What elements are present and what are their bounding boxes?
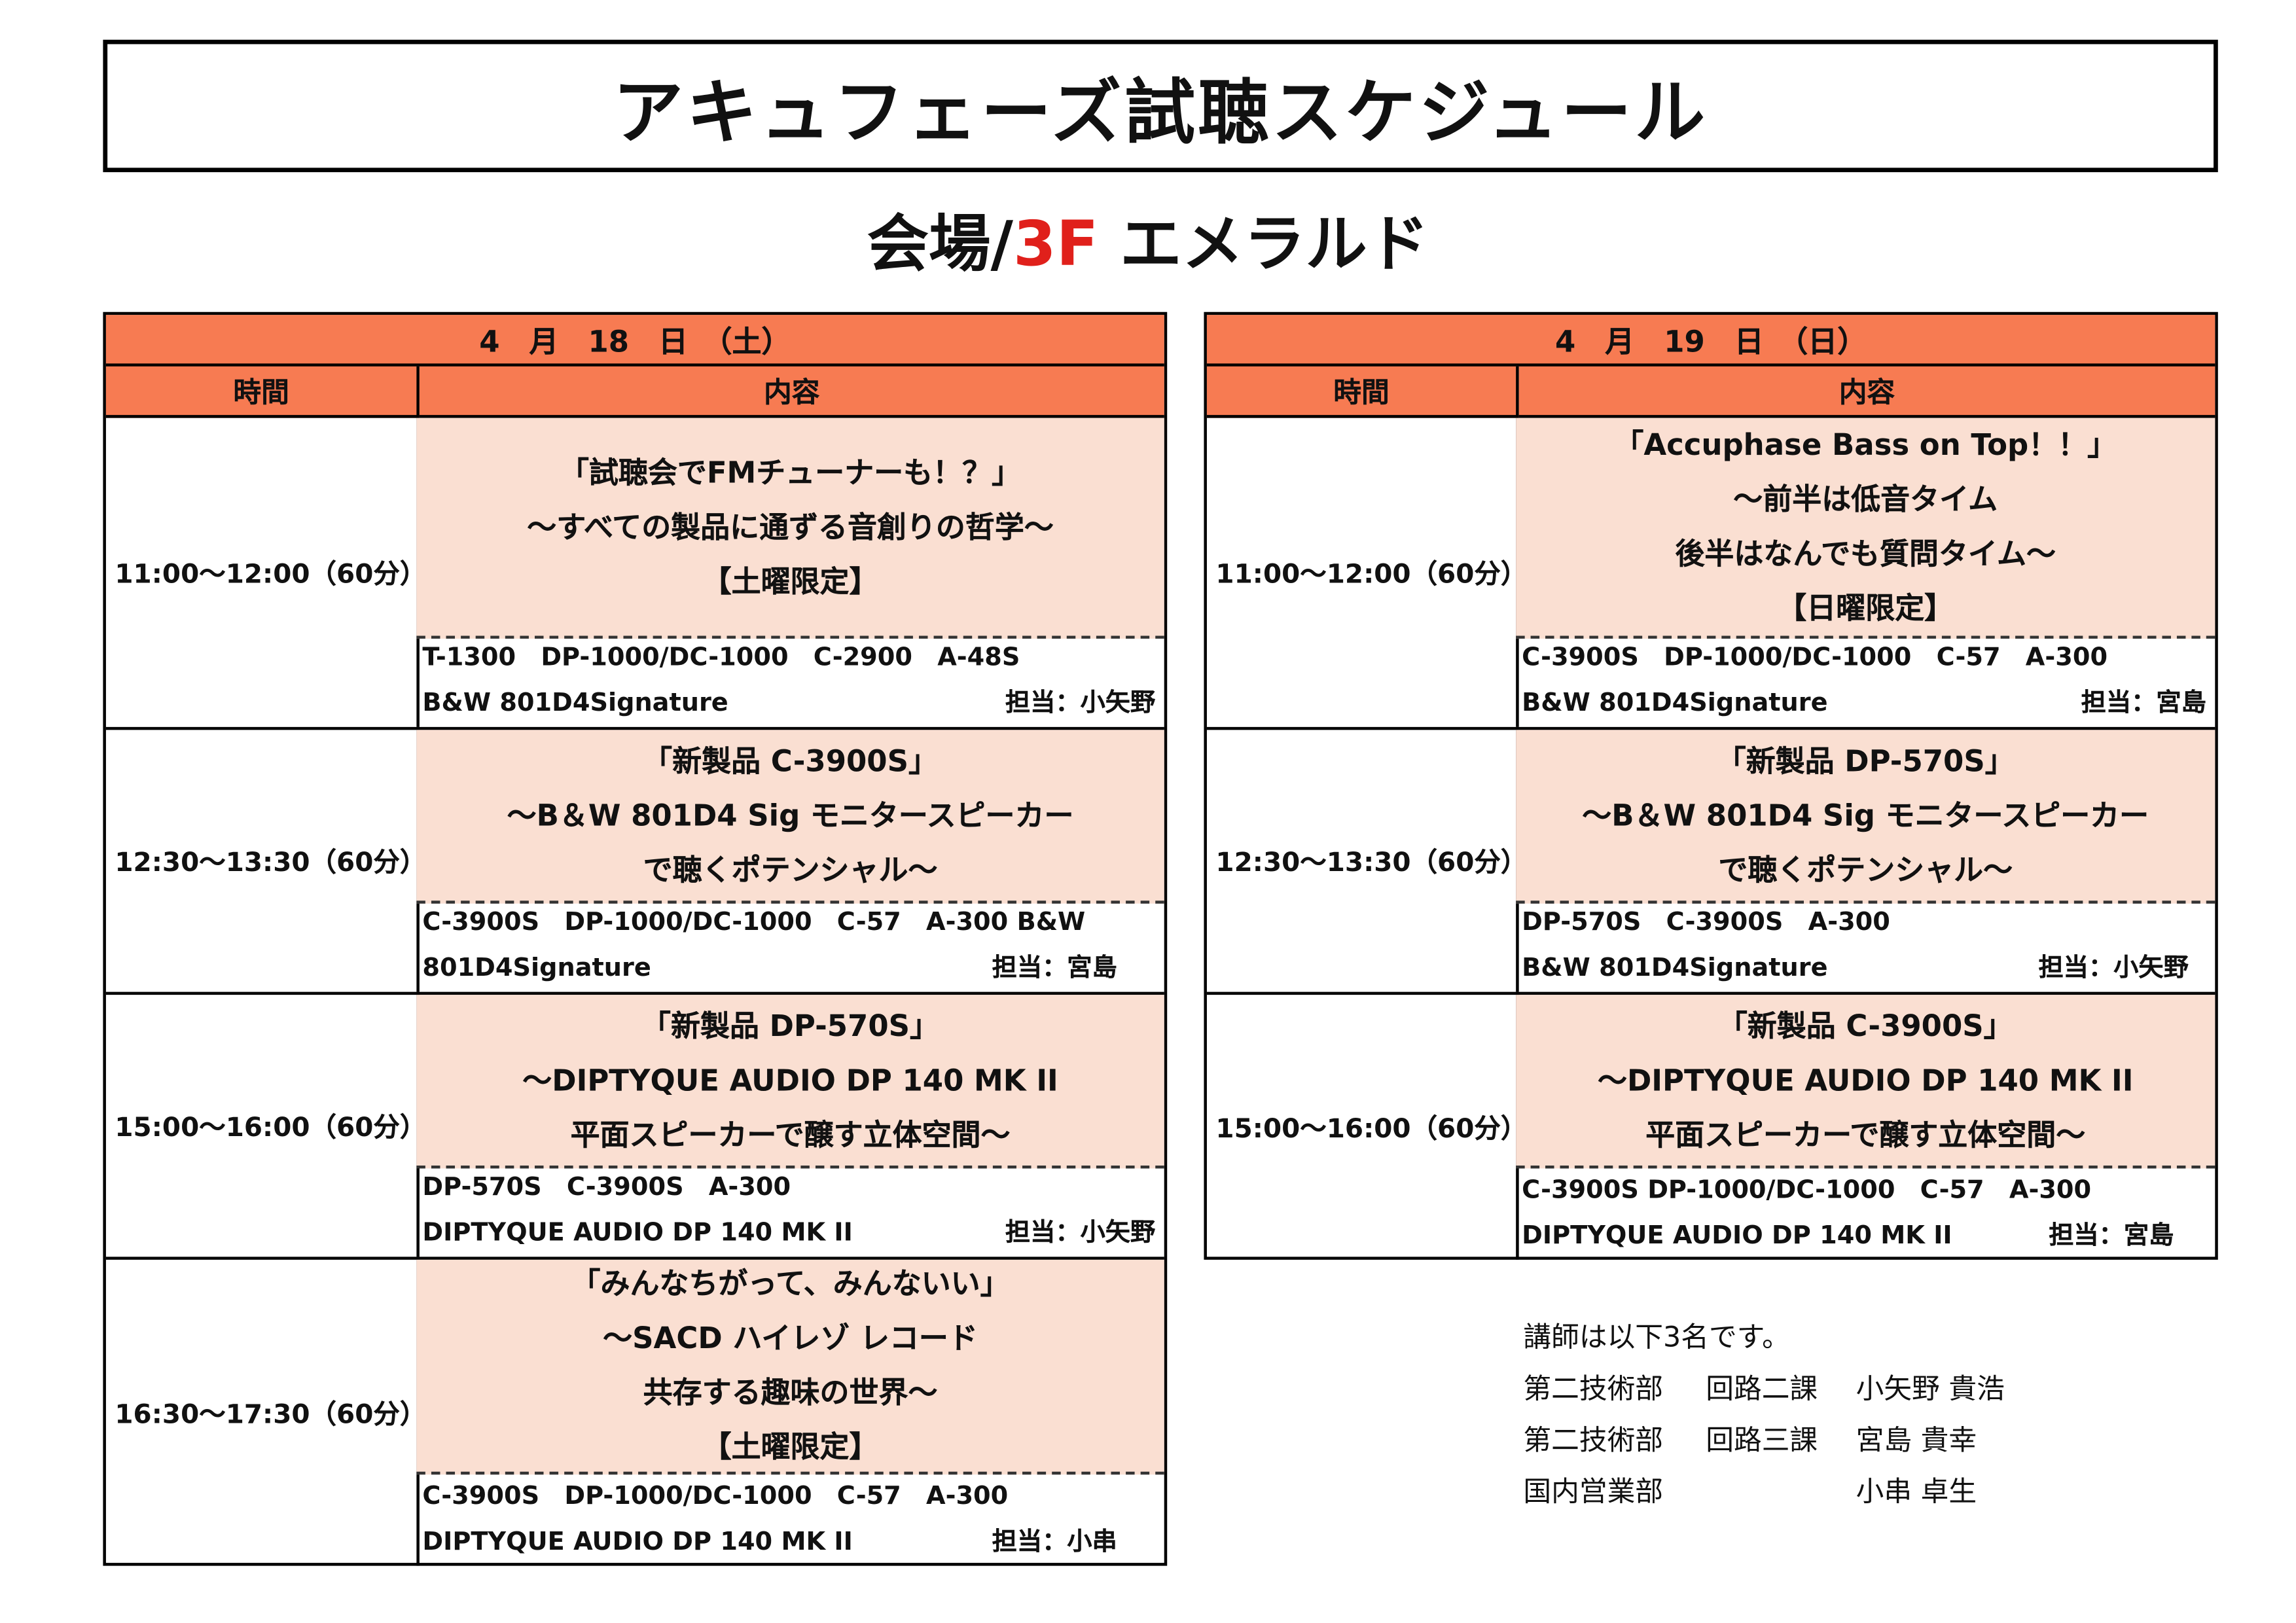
- session-title-line: 後半はなんでも質問タイム～: [1675, 535, 2056, 571]
- session-title-line: で聴くポテンシャル～: [1718, 851, 2013, 887]
- session-title-line: 「新製品 DP-570S」: [1716, 742, 2015, 778]
- date-header: 4 月 18 日 （土）: [105, 315, 1164, 366]
- session-title-line: 「みんなちがって、みんないい」: [571, 1265, 1010, 1301]
- notes-intro: 講師は以下3名です。: [1523, 1321, 1790, 1354]
- instructor-dept: 国内営業部: [1523, 1476, 1664, 1508]
- time-column-header: 時間: [105, 366, 420, 418]
- venue-subtitle: 会場/3F エメラルド: [0, 194, 2296, 284]
- session-time: 15:00～16:00（60分）: [106, 995, 426, 1257]
- session-title-line: ～DIPTYQUE AUDIO DP 140 MK II: [1597, 1061, 2134, 1097]
- venue-floor: 3F: [1013, 207, 1099, 280]
- instructor-name: 小串 卓生: [1856, 1476, 1977, 1508]
- equipment-line: T-1300 DP-1000/DC-1000 C-2900 A-48S: [422, 643, 1020, 673]
- venue-prefix: 会場/: [867, 207, 1013, 280]
- instructor-dept: 第二技術部: [1523, 1424, 1664, 1457]
- instructor-section: 回路二課: [1706, 1373, 1818, 1406]
- equipment-line: C-3900S DP-1000/DC-1000 C-57 A-300: [1522, 643, 2108, 673]
- session-title-line: ～B＆W 801D4 Sig モニタースピーカー: [1582, 796, 2149, 832]
- session-details: C-3900S DP-1000/DC-1000 C-57 A-300 B&W 8…: [416, 901, 1164, 991]
- session-title-line: ～すべての製品に通ずる音創りの哲学～: [527, 508, 1054, 544]
- session-details: C-3900S DP-1000/DC-1000 C-57 A-300 B&W 8…: [1516, 635, 2215, 726]
- instructor-dept: 第二技術部: [1523, 1373, 1664, 1406]
- session-title-line: 平面スピーカーで醸す立体空間～: [1645, 1116, 2086, 1152]
- speaker-line: DIPTYQUE AUDIO DP 140 MK II: [422, 1218, 853, 1248]
- schedule-table-day-2: 4 月 19 日 （日） 時間 内容 11:00～12:00（60分） 「Acc…: [1204, 312, 2218, 1260]
- speaker-line: B&W 801D4Signature: [422, 688, 728, 719]
- session-title-line: 「新製品 C-3900S」: [643, 742, 938, 778]
- equipment-line: C-3900S DP-1000/DC-1000 C-57 A-300: [1522, 1175, 2092, 1205]
- instructor-section: 回路三課: [1706, 1424, 1818, 1457]
- session-row: 15:00～16:00（60分） 「新製品 C-3900S」 ～DIPTYQUE …: [1207, 995, 2215, 1260]
- session-title: 「新製品 DP-570S」 ～B＆W 801D4 Sig モニタースピーカーで聴く…: [1516, 730, 2215, 904]
- session-title-line: 「新製品 DP-570S」: [641, 1007, 940, 1043]
- session-details: C-3900S DP-1000/DC-1000 C-57 A-300 DIPTY…: [1516, 1168, 2215, 1259]
- session-time: 12:30～13:30（60分）: [106, 730, 426, 992]
- session-title-line: 「新製品 C-3900S」: [1717, 1007, 2013, 1043]
- session-title-line: 共存する趣味の世界～: [643, 1374, 938, 1410]
- session-row: 15:00～16:00（60分） 「新製品 DP-570S」 ～DIPTYQUE …: [105, 995, 1164, 1260]
- date-header: 4 月 19 日 （日）: [1206, 315, 2215, 366]
- equipment-line: DP-570S C-3900S A-300: [1522, 908, 1890, 938]
- content-column-header: 内容: [419, 366, 1164, 418]
- session-title-line: ～前半は低音タイム: [1733, 481, 1998, 517]
- session-title: 「新製品 DP-570S」 ～DIPTYQUE AUDIO DP 140 MK I…: [416, 995, 1164, 1169]
- speaker-line: DIPTYQUE AUDIO DP 140 MK II: [422, 1527, 853, 1558]
- schedule-table-day-1: 4 月 18 日 （土） 時間 内容 11:00～12:00（60分） 「試聴会…: [103, 312, 1168, 1566]
- presenter: 担当：宮島: [992, 954, 1117, 984]
- session-title: 「みんなちがって、みんないい」 ～SACD ハイレゾ レコード共存する趣味の世界～…: [416, 1259, 1164, 1475]
- session-row: 12:30～13:30（60分） 「新製品 DP-570S」 ～B＆W 801D4…: [1206, 730, 2215, 995]
- venue-room: エメラルド: [1098, 207, 1429, 280]
- time-column-header: 時間: [1206, 366, 1519, 418]
- presenter: 担当：小串: [992, 1527, 1117, 1558]
- page-title: アキュフェーズ試聴スケジュール: [103, 39, 2218, 173]
- speaker-line: 801D4Signature: [422, 954, 651, 984]
- session-time: 11:00～12:00（60分）: [1207, 418, 1527, 727]
- session-title: 「試聴会でFMチューナーも！？」 ～すべての製品に通ずる音創りの哲学～ 【土曜限定】: [416, 418, 1164, 639]
- instructor-name: 小矢野 貴浩: [1856, 1373, 2005, 1406]
- session-time: 15:00～16:00（60分）: [1207, 995, 1527, 1260]
- presenter: 担当：小矢野: [2038, 954, 2189, 984]
- session-time: 16:30～17:30（60分）: [106, 1259, 426, 1566]
- session-title-line: 【日曜限定】: [1777, 590, 1954, 626]
- speaker-line: B&W 801D4Signature: [1522, 954, 1828, 984]
- session-details: C-3900S DP-1000/DC-1000 C-57 A-300 DIPTY…: [416, 1474, 1164, 1565]
- session-time: 11:00～12:00（60分）: [106, 418, 426, 727]
- speaker-line: B&W 801D4Signature: [1522, 688, 1828, 719]
- session-title-line: ～SACD ハイレゾ レコード: [603, 1320, 978, 1356]
- speaker-line: DIPTYQUE AUDIO DP 140 MK II: [1522, 1221, 1952, 1251]
- session-details: DP-570S C-3900S A-300 DIPTYQUE AUDIO DP …: [416, 1166, 1164, 1257]
- session-details: DP-570S C-3900S A-300 B&W 801D4Signature…: [1516, 901, 2215, 991]
- session-title-line: 「Accuphase Bass on Top！！」: [1614, 427, 2117, 463]
- presenter: 担当：小矢野: [1005, 1218, 1156, 1248]
- session-row: 12:30～13:30（60分） 「新製品 C-3900S」 ～B＆W 801D4…: [105, 730, 1164, 995]
- session-title: 「Accuphase Bass on Top！！」 ～前半は低音タイム後半はなんで…: [1516, 418, 2215, 639]
- session-title-line: 【土曜限定】: [702, 1429, 879, 1465]
- session-row: 16:30～17:30（60分） 「みんなちがって、みんないい」 ～SACD ハイ…: [106, 1259, 1164, 1566]
- content-column-header: 内容: [1518, 366, 2215, 418]
- session-title-line: で聴くポテンシャル～: [643, 851, 938, 887]
- instructor-entry: 第二技術部 回路三課 宮島 貴幸: [1523, 1416, 2004, 1467]
- session-title-line: ～DIPTYQUE AUDIO DP 140 MK II: [522, 1061, 1058, 1097]
- instructor-notes: 講師は以下3名です。 第二技術部回路二課小矢野 貴浩第二技術部回路三課宮島 貴幸…: [1523, 1313, 2004, 1519]
- instructor-name: 宮島 貴幸: [1856, 1424, 1977, 1457]
- session-title-line: 「試聴会でFMチューナーも！？」: [559, 454, 1022, 490]
- session-time: 12:30～13:30（60分）: [1207, 730, 1527, 992]
- presenter: 担当：宮島: [2081, 688, 2206, 719]
- session-title: 「新製品 C-3900S」 ～DIPTYQUE AUDIO DP 140 MK I…: [1516, 995, 2215, 1169]
- session-details: T-1300 DP-1000/DC-1000 C-2900 A-48S B&W …: [416, 635, 1164, 726]
- session-title-line: 平面スピーカーで醸す立体空間～: [570, 1116, 1011, 1152]
- equipment-line: C-3900S DP-1000/DC-1000 C-57 A-300: [422, 1482, 1009, 1512]
- presenter: 担当：小矢野: [1005, 688, 1156, 719]
- presenter: 担当：宮島: [2049, 1221, 2174, 1251]
- session-title: 「新製品 C-3900S」 ～B＆W 801D4 Sig モニタースピーカーで聴く…: [416, 730, 1164, 904]
- instructor-entry: 国内営業部 小串 卓生: [1523, 1467, 2004, 1519]
- session-row: 11:00～12:00（60分） 「試聴会でFMチューナーも！？」 ～すべての製品…: [105, 418, 1164, 730]
- session-row: 11:00～12:00（60分） 「Accuphase Bass on Top！…: [1206, 418, 2215, 730]
- session-title-line: ～B＆W 801D4 Sig モニタースピーカー: [507, 796, 1074, 832]
- equipment-line: DP-570S C-3900S A-300: [422, 1173, 791, 1203]
- instructor-entry: 第二技術部 回路二課 小矢野 貴浩: [1523, 1364, 2004, 1416]
- equipment-line: C-3900S DP-1000/DC-1000 C-57 A-300 B&W: [422, 908, 1086, 938]
- session-title-line: 【土曜限定】: [702, 563, 879, 599]
- instructor-section: [1706, 1467, 1856, 1519]
